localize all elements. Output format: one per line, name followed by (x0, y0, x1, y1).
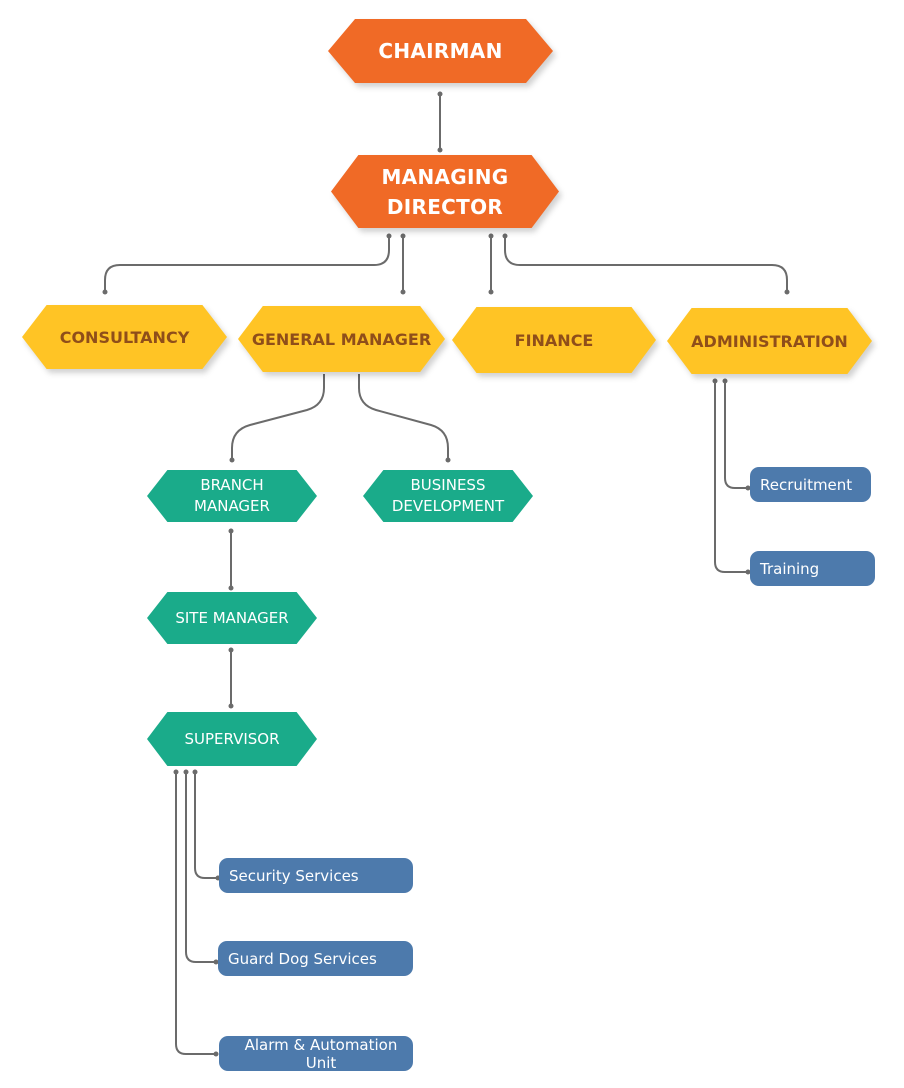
business-development-node: BUSINESS DEVELOPMENT (363, 470, 533, 522)
training-node: Training (750, 551, 875, 586)
connector-dot (502, 233, 508, 239)
site-manager-node: SITE MANAGER (147, 592, 317, 644)
supervisor-node: SUPERVISOR (147, 712, 317, 766)
alarm-automation-node: Alarm & Automation Unit (219, 1035, 413, 1072)
branch-manager-label-line1: BRANCH (200, 476, 264, 494)
connector-admin-training (714, 381, 748, 573)
connector-admin-recruitment (724, 381, 748, 489)
connector-dot (400, 289, 406, 295)
connector-dot (228, 528, 234, 534)
connector-dot (228, 585, 234, 591)
general-manager-label: GENERAL MANAGER (251, 329, 432, 349)
connector-dot (445, 457, 451, 463)
consultancy-label: CONSULTANCY (59, 327, 190, 347)
training-label: Training (760, 559, 820, 578)
managing-director-node: MANAGING DIRECTOR (331, 155, 559, 228)
general-manager-node: GENERAL MANAGER (238, 306, 445, 372)
chairman-node: CHAIRMAN (328, 19, 553, 83)
connector-supervisor-guarddog (185, 772, 216, 963)
connector-dot (228, 703, 234, 709)
connector-dot (488, 233, 494, 239)
recruitment-label: Recruitment (760, 475, 853, 494)
connector-dot (712, 378, 718, 384)
connector-gm-branch (231, 374, 325, 460)
administration-node: ADMINISTRATION (667, 308, 872, 374)
connector-dot (722, 378, 728, 384)
connector-dot (102, 289, 108, 295)
consultancy-node: CONSULTANCY (22, 305, 227, 369)
chairman-label: CHAIRMAN (378, 39, 503, 63)
finance-node: FINANCE (452, 307, 656, 373)
connector-dot (386, 233, 392, 239)
connector-dot (173, 769, 179, 775)
connector-dot (192, 769, 198, 775)
alarm-automation-label: Alarm & Automation Unit (244, 1035, 398, 1072)
branch-manager-node: BRANCH MANAGER (147, 470, 317, 522)
connector-dot (183, 769, 189, 775)
connector-dot (213, 959, 219, 965)
connector-supervisor-security (194, 772, 218, 879)
connector-md-consultancy (104, 236, 390, 292)
recruitment-node: Recruitment (750, 467, 871, 502)
guard-dog-services-node: Guard Dog Services (218, 941, 413, 976)
connector-dot (488, 289, 494, 295)
connector-dot (745, 569, 751, 575)
connector-dot (400, 233, 406, 239)
connector-md-admin (504, 236, 788, 292)
connector-dot (437, 91, 443, 97)
branch-manager-label-line2: MANAGER (194, 497, 270, 515)
finance-label: FINANCE (514, 330, 594, 350)
connector-dot (437, 147, 443, 153)
security-services-node: Security Services (219, 858, 413, 893)
business-development-label-line1: BUSINESS (410, 476, 486, 494)
business-development-label-line2: DEVELOPMENT (391, 497, 505, 515)
connector-dot (228, 647, 234, 653)
guard-dog-services-label: Guard Dog Services (228, 949, 377, 968)
connector-dot (745, 485, 751, 491)
connector-supervisor-alarm (175, 772, 216, 1055)
connector-dot (229, 457, 235, 463)
administration-label: ADMINISTRATION (691, 331, 848, 351)
managing-director-label-line2: DIRECTOR (386, 194, 504, 219)
site-manager-label: SITE MANAGER (175, 608, 289, 627)
connector-dot (213, 1051, 219, 1057)
connector-gm-bizdev (358, 374, 449, 460)
security-services-label: Security Services (229, 866, 359, 885)
supervisor-label: SUPERVISOR (184, 729, 280, 748)
managing-director-label-line1: MANAGING (381, 164, 509, 189)
connector-dot (784, 289, 790, 295)
